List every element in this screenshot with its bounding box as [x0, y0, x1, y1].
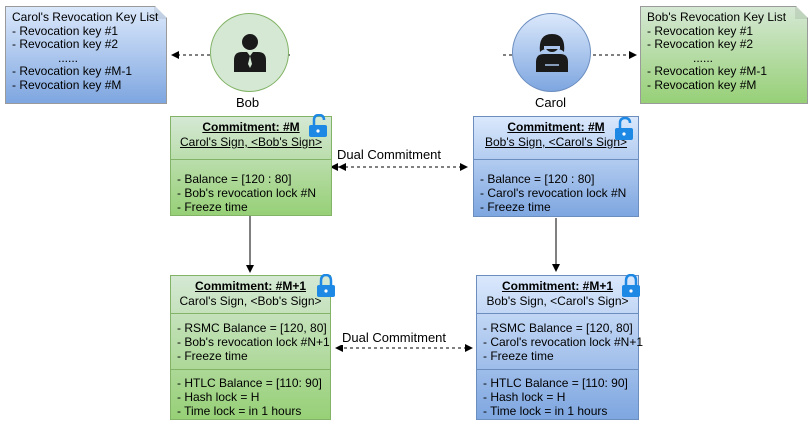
- note-item: ......: [693, 50, 714, 65]
- bob-commitment-m: Commitment: #M Carol's Sign, <Bob's Sign…: [170, 116, 332, 216]
- woman-icon: [536, 34, 568, 72]
- note-item: - Revocation key #1: [12, 23, 119, 38]
- rsmc-item: - Freeze time: [483, 349, 554, 363]
- note-item: - Revocation key #2: [12, 37, 119, 51]
- divider: [171, 313, 330, 314]
- bob-commitment-m1: Commitment: #M+1 Carol's Sign, <Bob's Si…: [170, 275, 331, 420]
- dual-commitment-label-top: Dual Commitment: [336, 147, 443, 162]
- divider: [477, 313, 638, 314]
- dual-commitment-label-bottom: Dual Commitment: [341, 330, 448, 345]
- htlc-item: - Hash lock = H: [177, 390, 260, 404]
- unlocked-icon: [615, 117, 633, 140]
- note-item: - Revocation key #M-1: [647, 64, 768, 78]
- divider: [171, 369, 330, 370]
- htlc-item: - Time lock = in 1 hours: [177, 404, 302, 418]
- rsmc-item: - RSMC Balance = [120, 80]: [177, 321, 327, 335]
- commitment-title: Commitment: #M: [202, 120, 300, 134]
- rsmc-item: - Bob's revocation lock #N+1: [177, 335, 330, 349]
- commitment-item: - Freeze time: [177, 200, 248, 214]
- locked-icon: [317, 274, 335, 297]
- carol-revocation-key-list-note: Carol's Revocation Key List - Revocation…: [5, 6, 167, 104]
- htlc-item: - HTLC Balance = [110: 90]: [177, 376, 322, 390]
- note-item: - Revocation key #1: [647, 23, 754, 38]
- note-title: Bob's Revocation Key List: [647, 10, 787, 24]
- commitment-item: - Carol's revocation lock #N: [480, 186, 627, 200]
- rsmc-item: - Freeze time: [177, 349, 248, 363]
- divider: [474, 159, 638, 160]
- unlocked-icon: [309, 114, 327, 137]
- bob-label: Bob: [236, 95, 260, 110]
- carol-commitment-m1: Commitment: #M+1 Bob's Sign, <Carol's Si…: [476, 275, 643, 420]
- locked-icon: [622, 274, 640, 297]
- commitment-sign: Bob's Sign, <Carol's Sign>: [485, 135, 627, 149]
- note-item: - Revocation key #2: [647, 37, 754, 51]
- commitment-item: - Freeze time: [480, 200, 551, 214]
- commitment-title: Commitment: #M: [507, 120, 605, 134]
- htlc-item: - Time lock = in 1 hours: [483, 404, 608, 418]
- commitment-title: Commitment: #M+1: [501, 279, 614, 293]
- carol-commitment-m: Commitment: #M Bob's Sign, <Carol's Sign…: [473, 116, 639, 217]
- commitment-sign: Bob's Sign, <Carol's Sign>: [486, 294, 629, 308]
- rsmc-item: - Carol's revocation lock #N+1: [483, 335, 644, 349]
- htlc-item: - HTLC Balance = [110: 90]: [483, 376, 628, 390]
- commitment-sign: Carol's Sign, <Bob's Sign>: [179, 294, 322, 308]
- note-item: ......: [58, 50, 79, 65]
- carol-label: Carol: [535, 95, 567, 110]
- person-icon: [234, 34, 266, 72]
- note-title: Carol's Revocation Key List: [12, 10, 159, 24]
- bob-avatar: [210, 13, 289, 92]
- note-item: - Revocation key #M: [12, 77, 122, 92]
- commitment-item: - Balance = [120 : 80]: [177, 172, 292, 186]
- note-item: - Revocation key #M: [647, 77, 757, 92]
- divider: [171, 159, 331, 160]
- note-item: - Revocation key #M-1: [12, 64, 133, 78]
- commitment-item: - Bob's revocation lock #N: [177, 186, 317, 200]
- commitment-title: Commitment: #M+1: [194, 279, 307, 293]
- htlc-item: - Hash lock = H: [483, 390, 566, 404]
- rsmc-item: - RSMC Balance = [120, 80]: [483, 321, 633, 335]
- divider: [477, 369, 638, 370]
- carol-avatar: [512, 13, 591, 92]
- bob-revocation-key-list-note: Bob's Revocation Key List - Revocation k…: [640, 6, 808, 104]
- commitment-item: - Balance = [120 : 80]: [480, 172, 595, 186]
- commitment-sign: Carol's Sign, <Bob's Sign>: [180, 135, 322, 149]
